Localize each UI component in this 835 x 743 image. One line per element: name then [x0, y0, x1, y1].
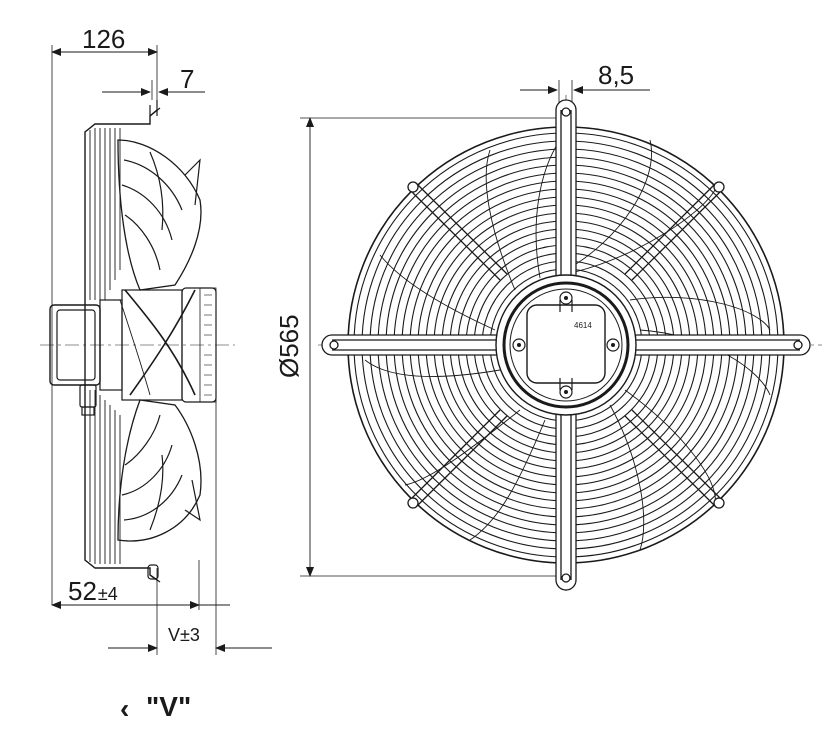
motor-stamp: 4614	[574, 321, 592, 330]
dim-v-label: V±3	[168, 625, 200, 645]
dim-8-5-label: 8,5	[598, 60, 634, 90]
dim-diameter-label: Ø565	[274, 314, 304, 378]
dim-126-label: 126	[82, 24, 125, 54]
front-view	[300, 80, 822, 595]
dim-7-label: 7	[180, 64, 194, 94]
view-label-v: "V"	[146, 691, 191, 722]
dim-52-tolerance: ±4	[98, 584, 118, 604]
view-marker-arrow: ‹	[120, 693, 129, 724]
dim-52-value: 52	[68, 576, 97, 606]
side-view	[40, 45, 272, 655]
dim-52-label: 52±4	[68, 576, 118, 606]
